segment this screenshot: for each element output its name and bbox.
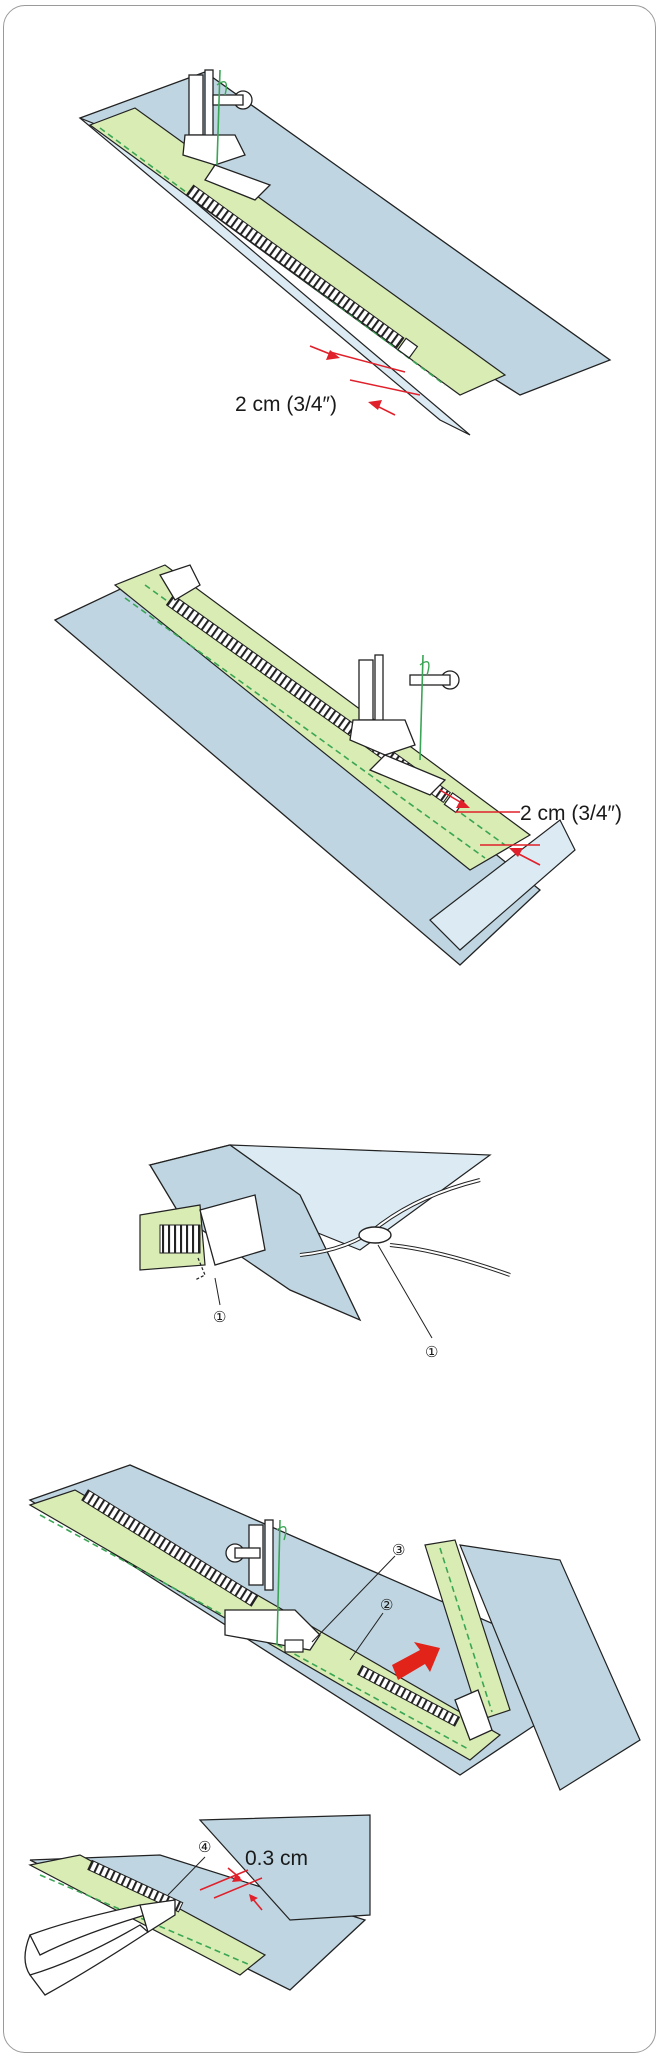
fabric-panel: [80, 72, 610, 395]
zipper-teeth-icon: [160, 1225, 200, 1253]
pliers-icon: [25, 1900, 175, 1995]
measurement-label-2: 2 cm (3/4″): [520, 802, 622, 825]
callout-1-right: ①: [425, 1344, 438, 1361]
measurement-label-1: 2 cm (3/4″): [235, 393, 337, 416]
slider-icon: [359, 1227, 391, 1243]
figure-3-zipper-ends: ① ①: [140, 1145, 510, 1361]
callout-3: ③: [392, 1542, 405, 1559]
callout-1-left: ①: [213, 1309, 226, 1326]
zipper-cord: [390, 1245, 510, 1275]
figure-4-open-zipper: ③ ②: [30, 1465, 640, 1790]
callout-4: ④: [198, 1839, 211, 1856]
callout-2: ②: [380, 1597, 393, 1614]
figure-2-zipper-stitching: 2 cm (3/4″): [55, 565, 622, 965]
figure-1-zipper-setup: 2 cm (3/4″): [80, 70, 610, 435]
measurement-label-3: 0.3 cm: [245, 1847, 308, 1870]
figure-5-remove-teeth: ④ 0.3 cm: [25, 1815, 370, 1995]
